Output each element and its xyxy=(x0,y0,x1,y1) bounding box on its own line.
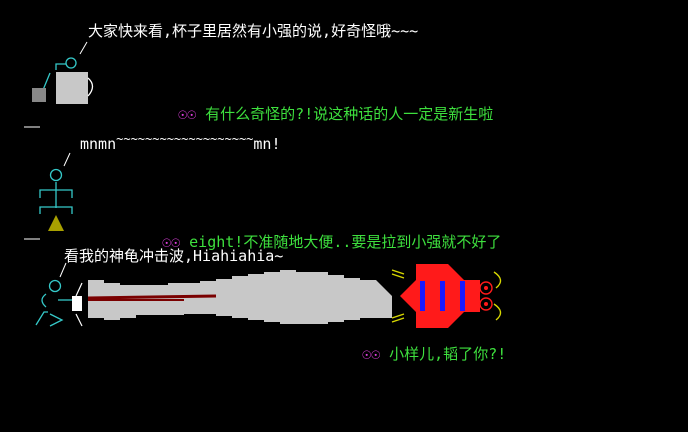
eyes-icon: ☉☉ xyxy=(162,233,181,251)
squatting-figure-2 xyxy=(39,152,73,231)
reply-1: 有什么奇怪的?!说这种话的人一定是新生啦 xyxy=(205,105,494,123)
shockwave-beam xyxy=(87,270,392,324)
reply-line-2: ☉☉ eight!不准随地大便..要是拉到小强就不好了 xyxy=(144,215,501,251)
caption-1: 大家快来看,杯子里居然有小强的说,好奇怪哦~~~ xyxy=(88,22,419,40)
eyes-icon: ☉☉ xyxy=(362,345,381,363)
reply-2: eight!不准随地大便..要是拉到小强就不好了 xyxy=(189,233,502,251)
reply-3: 小样儿,韬了你?! xyxy=(389,345,507,363)
cockroach-icon xyxy=(391,264,502,328)
caption-3: 看我的神龟冲击波,Hiahiahia~ xyxy=(64,247,284,265)
cup-icon xyxy=(56,72,88,104)
figure-with-cup-1 xyxy=(32,41,94,104)
reply-line-1: ☉☉ 有什么奇怪的?!说这种话的人一定是新生啦 xyxy=(160,87,493,123)
figure-with-beam-3 xyxy=(35,262,83,327)
poop-triangle-icon xyxy=(48,215,64,231)
checkered-block-icon xyxy=(32,88,46,102)
eyes-icon: ☉☉ xyxy=(178,105,197,123)
caption-2-waves: ~~~~~~~~~~~~~~~~~~~ xyxy=(116,132,254,146)
caption-2: mnmn~~~~~~~~~~~~~~~~~~~mn! xyxy=(80,132,281,154)
caption-2-start: mnmn xyxy=(80,135,117,153)
caption-2-end: mn! xyxy=(253,135,281,153)
reply-line-3: ☉☉ 小样儿,韬了你?! xyxy=(344,327,506,363)
